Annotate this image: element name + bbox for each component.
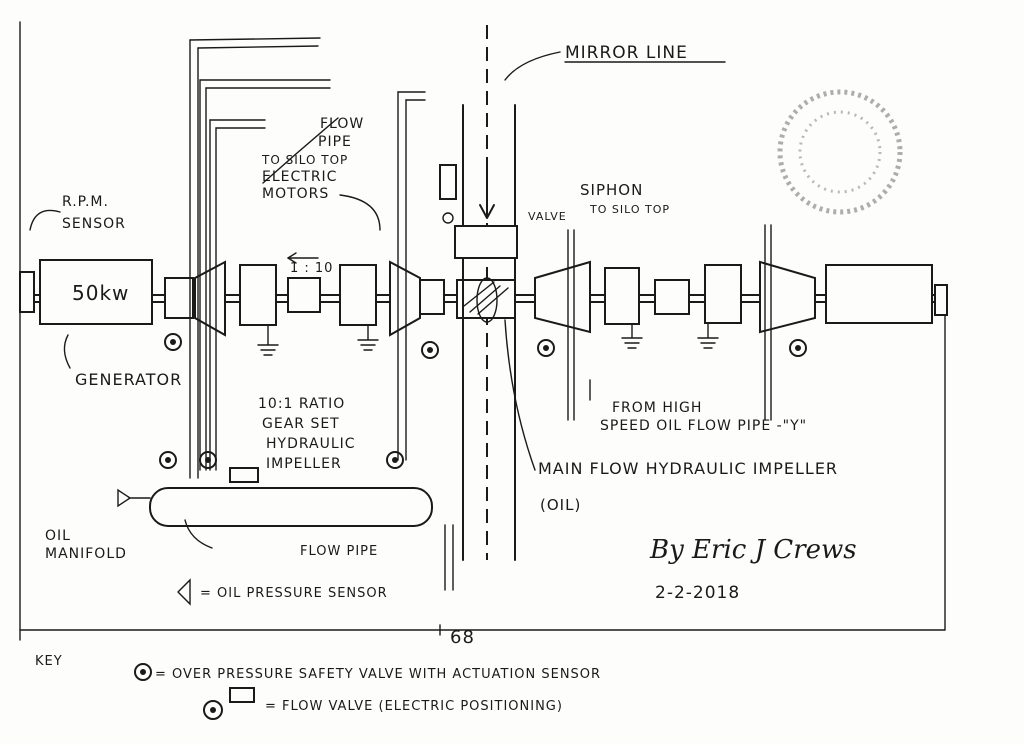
rotation-arrow-head [287,252,297,264]
generator-value: 50kw [72,281,129,305]
flow-pipe-label-2: PIPE [318,134,352,150]
generator-label: GENERATOR [75,370,182,389]
date-label: 2-2-2018 [655,583,740,603]
notary-stamp [777,89,903,215]
valve-actuator [439,164,457,200]
rpm-label: R.P.M. [62,194,109,210]
gear-label-1: 10:1 RATIO [258,396,345,412]
key-line-2: = FLOW VALVE (ELECTRIC POSITIONING) [265,699,563,714]
motor-right-1 [604,267,640,325]
rpm-sensor-left [19,271,35,313]
gear-box-right [654,279,690,315]
key-label: KEY [35,654,63,669]
impeller-left-2 [389,260,421,337]
center-valve [454,225,518,259]
gear-label-4: IMPELLER [266,456,342,472]
coupling-left [164,277,194,319]
generator-left [39,259,153,325]
left-pipes [189,37,454,591]
mirror-line-pointer [504,51,561,81]
oil-manifold-label-2: MANIFOLD [45,546,127,562]
notary-stamp-inner [798,110,882,194]
generator-pointer [63,334,71,369]
flow-pipe-bottom-label: FLOW PIPE [300,544,378,559]
siphon-label: SIPHON [580,181,643,199]
flow-valve-box [229,467,259,483]
motor-right-2 [704,264,742,324]
main-impeller-rotation [476,277,498,323]
impeller-right-2 [759,260,816,334]
from-high-label: FROM HIGH [612,400,702,416]
to-silo-top-label: TO SILO TOP [261,153,348,167]
siphon-sub-label: TO SILO TOP [589,203,670,216]
coupling-center-left [419,279,445,315]
oil-pressure-label: = OIL PRESSURE SENSOR [200,586,388,601]
motor-left-2 [339,264,377,326]
motors-label: MOTORS [262,186,329,202]
ground-symbols [257,322,719,356]
gear-box-1-10 [287,277,321,313]
ratio-label: 1 : 10 [290,261,333,276]
flow-arrow-head [479,204,495,219]
main-flow-pointer [504,319,536,471]
key-line-1: = OVER PRESSURE SAFETY VALVE WITH ACTUAT… [155,667,601,682]
motor-left-1 [239,264,277,326]
generator-right [825,264,933,324]
rpm-sensor-right [934,284,948,316]
impeller-right [534,260,591,334]
main-impeller-blades [463,281,509,315]
page-number: 68 [450,627,475,648]
valve-pivot [442,212,454,224]
sensor-label: SENSOR [62,216,126,232]
right-pipes [567,224,772,421]
speed-oil-label: SPEED OIL FLOW PIPE -"Y" [600,418,807,434]
main-flow-label: MAIN FLOW HYDRAULIC IMPELLER [538,459,838,478]
flow-pipe-pointer [262,117,339,184]
flow-pipe-label-1: FLOW [320,116,364,132]
electric-label: ELECTRIC [262,169,337,185]
mirror-line-label: MIRROR LINE [565,43,688,63]
key-flow-valve-box [229,687,255,703]
safety-valves [159,333,807,469]
valve-label: VALVE [528,210,567,223]
gear-label-3: HYDRAULIC [266,436,356,452]
oil-manifold [149,487,433,527]
gear-label-2: GEAR SET [262,416,340,432]
key-flow-valve-dot [210,707,216,713]
oil-pressure-sensor-symbol [177,578,191,606]
manifold-valve [117,488,151,508]
rpm-sensor-pointer [29,209,61,231]
oil-label: (OIL) [540,496,581,514]
motor-pointer [339,194,381,231]
oil-manifold-label-1: OIL [45,528,71,544]
key-safety-valve-dot [140,669,146,675]
manifold-pointer [184,519,213,549]
signature: By Eric J Crews [649,535,857,565]
